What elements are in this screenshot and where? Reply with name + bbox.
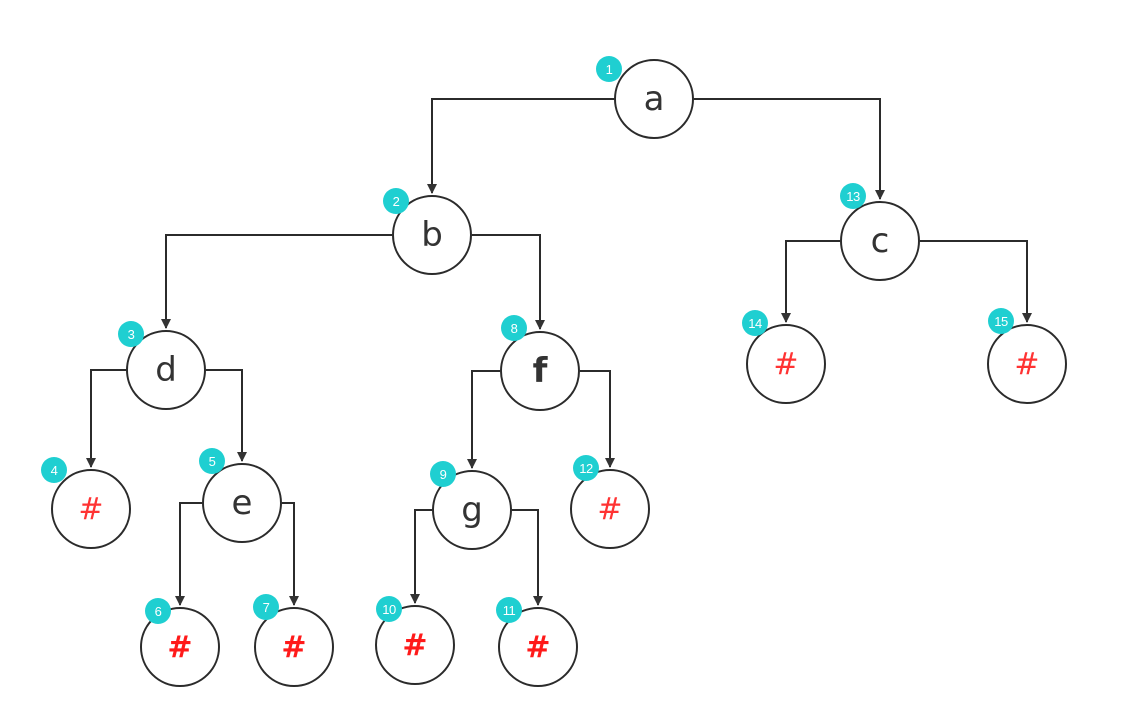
tree-node-null: # — [254, 607, 334, 687]
tree-edge — [694, 98, 885, 200]
tree-node-e: e — [202, 463, 282, 543]
order-badge: 10 — [376, 596, 402, 622]
node-label: f — [532, 351, 548, 391]
tree-edge — [920, 240, 1032, 323]
order-badge: 14 — [742, 310, 768, 336]
order-badge: 13 — [840, 183, 866, 209]
tree-edge — [282, 502, 299, 606]
tree-node-null: # — [746, 324, 826, 404]
order-badge: 15 — [988, 308, 1014, 334]
tree-edge — [410, 509, 432, 604]
null-marker: # — [597, 491, 623, 527]
tree-edge — [175, 502, 202, 606]
order-badge: 3 — [118, 321, 144, 347]
tree-edge — [580, 370, 615, 468]
tree-edge — [512, 509, 543, 606]
tree-edge — [161, 234, 392, 329]
node-label: d — [155, 350, 177, 390]
order-badge: 2 — [383, 188, 409, 214]
null-marker: # — [281, 629, 307, 665]
tree-edge — [781, 240, 840, 323]
order-badge: 6 — [145, 598, 171, 624]
order-badge: 12 — [573, 455, 599, 481]
tree-node-null: # — [987, 324, 1067, 404]
order-badge: 8 — [501, 315, 527, 341]
tree-edge — [467, 370, 500, 469]
tree-node-b: b — [392, 195, 472, 275]
order-badge: 7 — [253, 594, 279, 620]
tree-node-c: c — [840, 201, 920, 281]
null-marker: # — [78, 491, 104, 527]
node-label: a — [643, 79, 665, 119]
node-label: e — [231, 483, 253, 523]
node-label: b — [421, 215, 443, 255]
node-label: c — [870, 221, 890, 261]
tree-edge — [427, 98, 614, 194]
tree-node-null: # — [570, 469, 650, 549]
tree-edge — [86, 369, 126, 468]
tree-edge — [206, 369, 247, 462]
tree-edge — [472, 234, 545, 330]
node-label: g — [461, 490, 483, 530]
null-marker: # — [167, 629, 193, 665]
tree-node-f: f — [500, 331, 580, 411]
null-marker: # — [773, 346, 799, 382]
null-marker: # — [402, 627, 428, 663]
order-badge: 1 — [596, 56, 622, 82]
null-marker: # — [525, 629, 551, 665]
tree-node-a: a — [614, 59, 694, 139]
order-badge: 9 — [430, 461, 456, 487]
order-badge: 4 — [41, 457, 67, 483]
order-badge: 11 — [496, 597, 522, 623]
null-marker: # — [1014, 346, 1040, 382]
tree-node-null: # — [51, 469, 131, 549]
order-badge: 5 — [199, 448, 225, 474]
